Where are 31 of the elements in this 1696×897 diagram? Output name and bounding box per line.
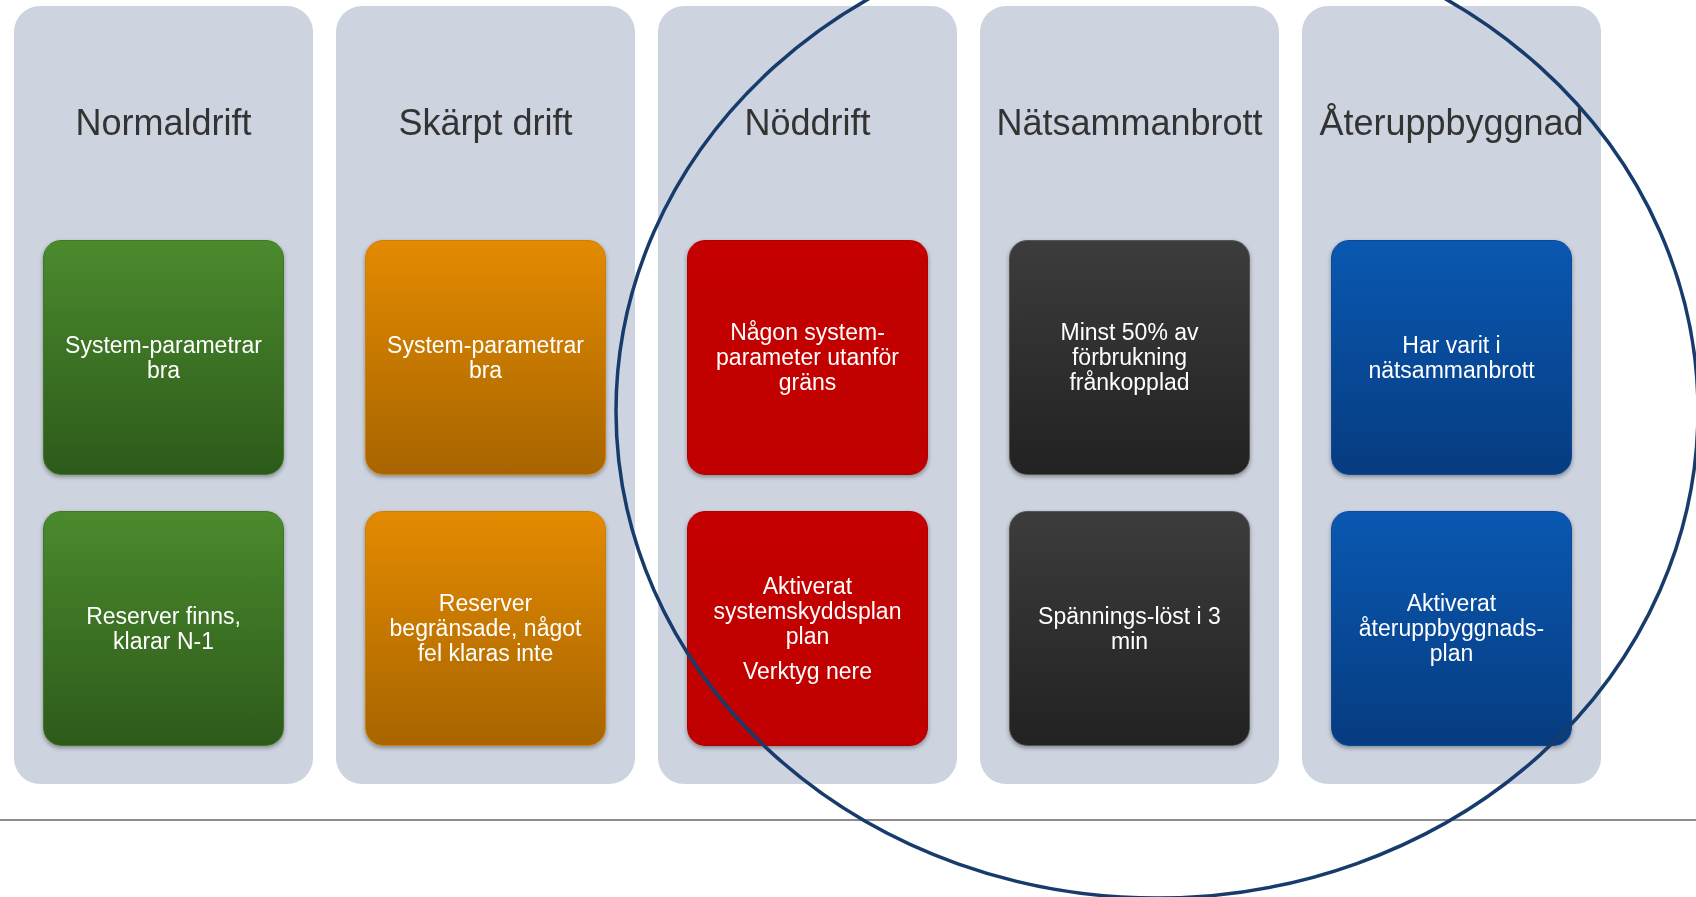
column-heading: Nöddrift (743, 102, 872, 144)
column-panel (658, 6, 957, 784)
card-text: Aktiverat återuppbyggnads-plan (1357, 591, 1546, 666)
card-text: Aktiverat systemskyddsplan plan (712, 573, 903, 649)
state-card (365, 511, 606, 746)
card-text: System-parametrar bra (386, 332, 585, 383)
card-text: Reserver finns, klarar N-1 (85, 603, 242, 654)
column-heading: Nätsammanbrott (995, 102, 1264, 144)
card-text: Minst 50% av förbrukning frånkopplad (1059, 320, 1200, 395)
state-card (1331, 511, 1572, 746)
column-panel (336, 6, 635, 784)
column-heading: Skärpt drift (397, 102, 574, 144)
state-card (1331, 240, 1572, 475)
column-panel (1302, 6, 1601, 784)
card-text: Har varit i nätsammanbrott (1367, 332, 1536, 383)
card-text: Reserver begränsade, något fel klaras inte (388, 591, 583, 666)
state-card (687, 240, 928, 475)
card-text: Någon system-parameter utanför gräns (715, 320, 900, 395)
card-text: Spännings-löst i 3 min (1037, 603, 1222, 654)
card-text: System-parametrar bra (64, 332, 263, 383)
state-card (687, 511, 928, 746)
state-card (43, 240, 284, 475)
column-panel (980, 6, 1279, 784)
column-panel (14, 6, 313, 784)
state-card (1009, 511, 1250, 746)
column-heading: Normaldrift (74, 102, 253, 144)
state-card (365, 240, 606, 475)
state-card (43, 511, 284, 746)
card-text: Verktyg nere (742, 658, 873, 684)
state-card (1009, 240, 1250, 475)
column-heading: Återuppbyggnad (1318, 102, 1585, 144)
